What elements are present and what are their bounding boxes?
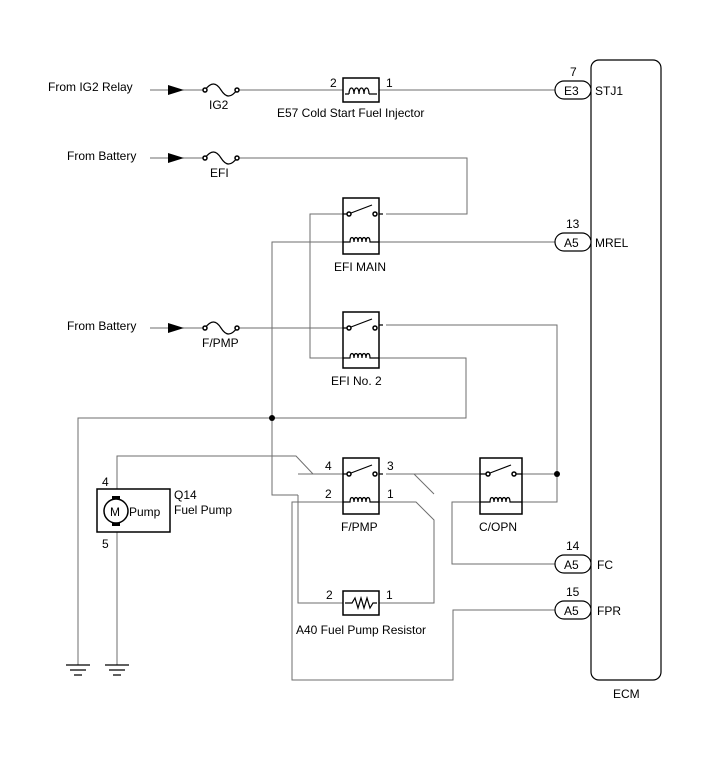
switch-contact-icon — [350, 318, 373, 328]
terminal-name: MREL — [595, 236, 629, 250]
fuel-pump-code: Q14 — [174, 488, 197, 502]
source-ig2-relay-label: From IG2 Relay — [48, 80, 133, 94]
terminal-pin: 15 — [566, 585, 580, 599]
fuse-ig2-icon — [204, 83, 238, 97]
fuel-pump-name: Fuel Pump — [174, 503, 232, 517]
ecm: ECM E3 7 STJ1 A5 13 MREL A5 14 FC A5 15 … — [554, 59, 662, 701]
fuel-pump: M Pump 4 5 Q14 Fuel Pump — [96, 475, 232, 551]
junctions — [269, 415, 560, 477]
terminal-pin: 13 — [566, 217, 580, 231]
copn-relay-label: C/OPN — [479, 520, 517, 534]
ecm-terminal-fpr: A5 15 FPR — [554, 585, 621, 620]
fuses: IG2 EFI F/PMP — [202, 83, 240, 350]
injector-coil-icon — [345, 87, 377, 95]
ecm-box — [590, 59, 662, 681]
resistor-pin-2: 2 — [326, 588, 333, 602]
resistor-pin-1: 1 — [386, 588, 393, 602]
resistor-label: A40 Fuel Pump Resistor — [296, 623, 426, 637]
ecm-label: ECM — [613, 687, 640, 701]
relay-coil-icon — [343, 496, 379, 503]
injector-label: E57 Cold Start Fuel Injector — [277, 106, 424, 120]
source-arrows: From IG2 Relay From Battery From Battery — [48, 80, 184, 333]
fpmp-relay-pin-4: 4 — [325, 459, 332, 473]
switch-contact-icon — [489, 464, 512, 474]
injector-pin-2: 2 — [330, 76, 337, 90]
ground-icon — [66, 664, 90, 676]
arrow-icon — [168, 153, 184, 163]
fuel-pump-pin-5: 5 — [102, 537, 109, 551]
fpmp-relay-label: F/PMP — [341, 520, 378, 534]
fpmp-relay-pin-3: 3 — [387, 459, 394, 473]
terminal-connector: E3 — [564, 84, 579, 98]
fuse-ig2-label: IG2 — [209, 98, 229, 112]
terminal-name: STJ1 — [595, 84, 623, 98]
fpmp-relay-pin-1: 1 — [387, 487, 394, 501]
relay-coil-icon — [343, 352, 379, 359]
fpmp-relay-pin-2: 2 — [325, 487, 332, 501]
terminal-pin: 14 — [566, 539, 580, 553]
relay-coil-icon — [480, 496, 522, 503]
fuse-efi-label: EFI — [210, 166, 229, 180]
injector-pin-1: 1 — [386, 76, 393, 90]
efi-no2-label: EFI No. 2 — [331, 374, 382, 388]
cold-start-injector: 2 1 E57 Cold Start Fuel Injector — [277, 76, 424, 120]
source-battery-fpmp-label: From Battery — [67, 319, 136, 333]
terminal-pin: 7 — [570, 65, 577, 79]
arrow-icon — [168, 85, 184, 95]
terminal-connector: A5 — [564, 558, 579, 572]
fuel-pump-pin-4: 4 — [102, 475, 109, 489]
terminal-connector: A5 — [564, 236, 579, 250]
switch-contact-icon — [350, 464, 373, 474]
grounds — [66, 664, 129, 676]
resistor-icon — [345, 595, 377, 611]
terminal-name: FC — [597, 558, 613, 572]
switch-contact-icon — [350, 204, 373, 214]
fuel-pump-inner-label: Pump — [129, 505, 161, 519]
relay-coil-icon — [343, 236, 379, 243]
junction-dot — [269, 415, 275, 421]
junction-dot — [554, 471, 560, 477]
efi-main-relay: EFI MAIN — [334, 197, 386, 274]
terminal-connector: A5 — [564, 604, 579, 618]
wires — [77, 89, 558, 681]
ecm-terminal-mrel: A5 13 MREL — [554, 217, 629, 252]
fuse-efi-icon — [204, 151, 238, 165]
ground-icon — [105, 664, 129, 676]
arrow-icon — [168, 323, 184, 333]
ecm-terminal-stj1: E3 7 STJ1 — [554, 65, 623, 100]
ecm-terminal-fc: A5 14 FC — [554, 539, 613, 574]
efi-main-label: EFI MAIN — [334, 260, 386, 274]
motor-symbol: M — [110, 505, 120, 519]
copn-relay: C/OPN — [479, 457, 523, 534]
fuel-pump-resistor: 2 1 A40 Fuel Pump Resistor — [296, 588, 426, 637]
fuse-fpmp-label: F/PMP — [202, 336, 239, 350]
efi-no2-relay: EFI No. 2 — [331, 311, 383, 388]
fpmp-relay: 4 3 2 1 F/PMP — [325, 457, 394, 534]
source-battery-efi-label: From Battery — [67, 149, 136, 163]
terminal-name: FPR — [597, 604, 621, 618]
fuse-fpmp-icon — [204, 321, 238, 335]
